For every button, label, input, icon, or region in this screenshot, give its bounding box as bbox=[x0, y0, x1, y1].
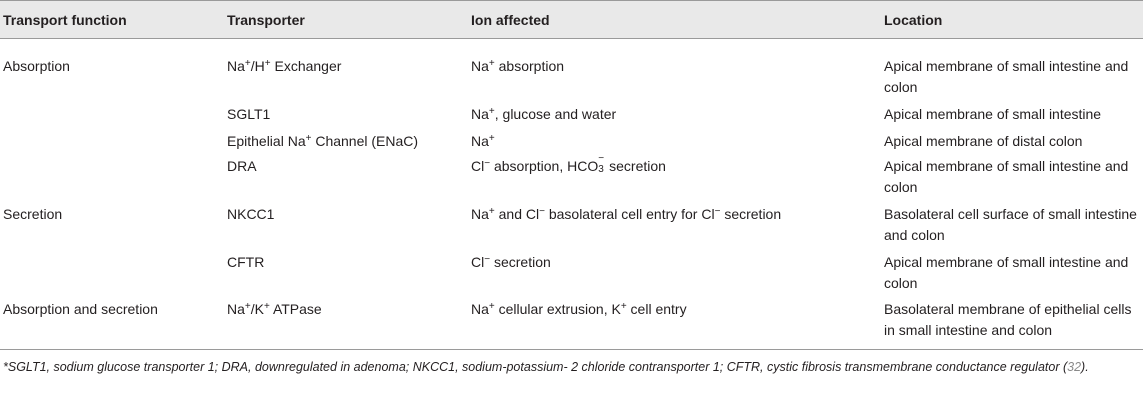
row-0-function: Absorption bbox=[3, 58, 70, 74]
row-2-ion: Na+ bbox=[471, 133, 495, 149]
row-4-ion: Na+ and Cl− basolateral cell entry for C… bbox=[471, 206, 782, 222]
header-ion-affected: Ion affected bbox=[471, 12, 550, 28]
row-2-transporter: Epithelial Na+ Channel (ENaC) bbox=[227, 133, 419, 149]
row-6-location: Basolateral membrane of epithelial cells… bbox=[884, 301, 1132, 338]
hco3-sub-sup: −3 bbox=[598, 153, 605, 175]
row-6-ion: Na+ cellular extrusion, K+ cell entry bbox=[471, 301, 687, 317]
row-1-ion: Na+, glucose and water bbox=[471, 106, 617, 122]
row-5-transporter: CFTR bbox=[227, 254, 265, 270]
row-0-transporter: Na+/H+ Exchanger bbox=[227, 58, 342, 74]
row-3-ion: Cl− absorption, HCO−3 secretion bbox=[471, 153, 666, 175]
header-band bbox=[0, 0, 1143, 38]
row-3-location: Apical membrane of small intestine and c… bbox=[884, 158, 1129, 195]
top-rule bbox=[0, 0, 1143, 1]
header-location: Location bbox=[884, 12, 943, 28]
row-4-function: Secretion bbox=[3, 206, 63, 222]
row-0-ion: Na+ absorption bbox=[471, 58, 565, 74]
header-transporter: Transporter bbox=[227, 12, 305, 28]
reference-link[interactable]: 32 bbox=[1067, 360, 1082, 374]
row-6-function: Absorption and secretion bbox=[3, 301, 158, 317]
bottom-rule bbox=[0, 349, 1143, 350]
row-5-location: Apical membrane of small intestine and c… bbox=[884, 254, 1129, 291]
row-3-transporter: DRA bbox=[227, 158, 257, 174]
row-1-transporter: SGLT1 bbox=[227, 106, 271, 122]
row-2-location: Apical membrane of distal colon bbox=[884, 133, 1083, 149]
row-4-transporter: NKCC1 bbox=[227, 206, 275, 222]
row-4-location: Basolateral cell surface of small intest… bbox=[884, 206, 1137, 243]
header-rule bbox=[0, 38, 1143, 39]
row-5-ion: Cl− secretion bbox=[471, 254, 551, 270]
row-0-location: Apical membrane of small intestine and c… bbox=[884, 58, 1129, 95]
row-1-location: Apical membrane of small intestine bbox=[884, 106, 1102, 122]
row-6-transporter: Na+/K+ ATPase bbox=[227, 301, 322, 317]
header-transport-function: Transport function bbox=[3, 12, 127, 28]
table-footnote: *SGLT1, sodium glucose transporter 1; DR… bbox=[3, 360, 1089, 374]
